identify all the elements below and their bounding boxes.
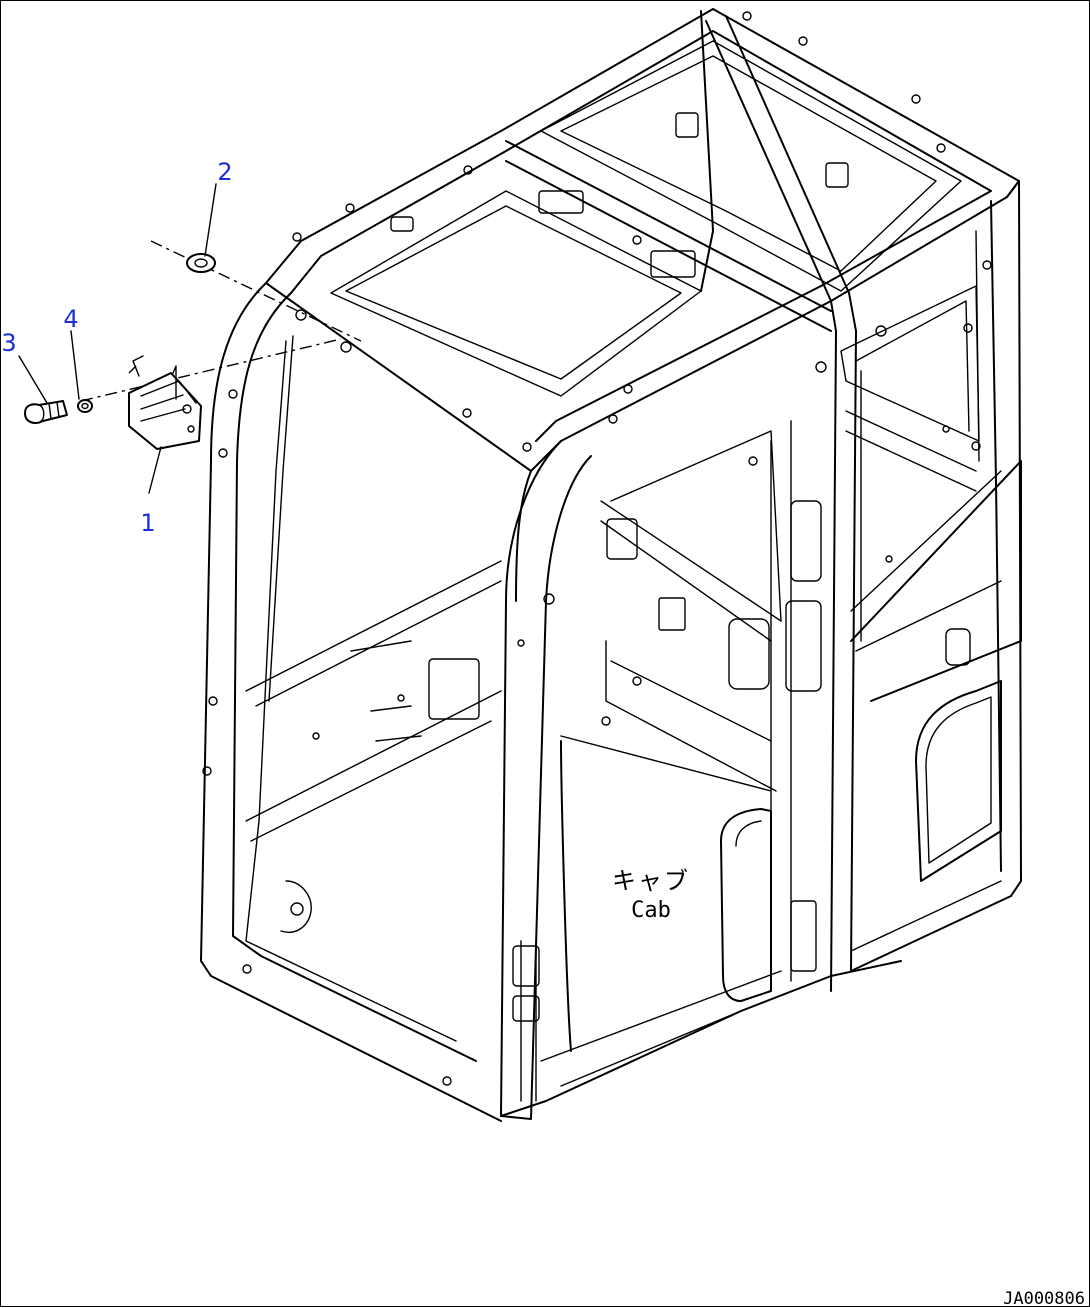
- part-3-bolt: [24, 400, 68, 424]
- cab-label-japanese: キャブ: [612, 867, 690, 895]
- cab-label-english: Cab: [631, 898, 671, 923]
- part-1-lamp: [128, 355, 202, 450]
- callout-1: 1: [140, 509, 155, 537]
- cab-frame: [200, 8, 1022, 1122]
- callout-3: 3: [1, 329, 16, 357]
- part-2-clip: [186, 253, 216, 273]
- figure-id: JA000806: [1003, 1289, 1085, 1308]
- mounting-parts: [18, 183, 362, 494]
- part-4-washer: [77, 399, 93, 413]
- callout-4: 4: [63, 305, 78, 333]
- callout-2: 2: [217, 158, 232, 186]
